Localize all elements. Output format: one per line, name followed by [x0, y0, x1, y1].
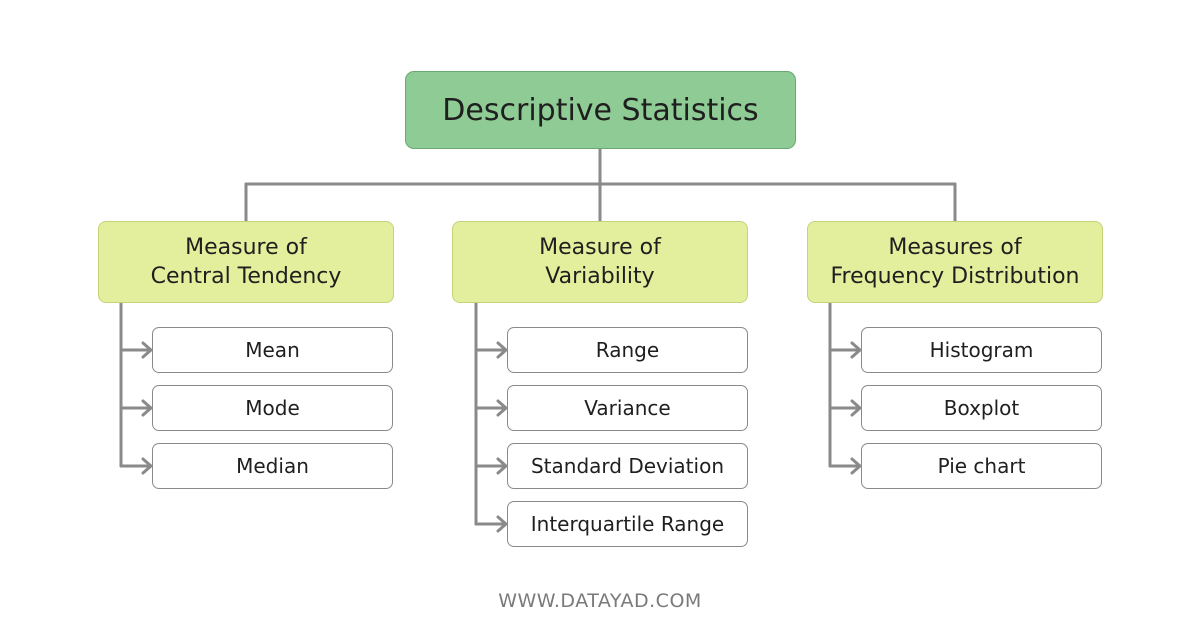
arrow-2-4 — [474, 515, 508, 533]
root-node: Descriptive Statistics — [405, 71, 796, 149]
leaf-label: Median — [236, 454, 309, 478]
leaf-label: Boxplot — [943, 396, 1020, 420]
arrow-3-3 — [828, 457, 862, 475]
category-label-line1: Measure of — [539, 235, 661, 260]
leaf-label: Interquartile Range — [530, 512, 725, 536]
category-label-line2: Central Tendency — [150, 264, 342, 289]
category-label-line2: Frequency Distribution — [830, 264, 1080, 289]
leaf-standard-deviation: Standard Deviation — [507, 443, 748, 489]
leaf-variance: Variance — [507, 385, 748, 431]
arrow-2-1 — [474, 341, 508, 359]
leaf-mode: Mode — [152, 385, 393, 431]
leaf-label: Range — [595, 338, 660, 362]
leaf-mean: Mean — [152, 327, 393, 373]
category-variability: Measure of Variability — [452, 221, 748, 303]
leaf-label: Pie chart — [937, 454, 1026, 478]
arrow-1-3 — [119, 457, 153, 475]
arrow-1-1 — [119, 341, 153, 359]
arrow-3-1 — [828, 341, 862, 359]
leaf-label: Histogram — [929, 338, 1034, 362]
category-label-line1: Measure of — [185, 235, 307, 260]
category-central-tendency: Measure of Central Tendency — [98, 221, 394, 303]
leaf-pie-chart: Pie chart — [861, 443, 1102, 489]
footer-url: WWW.DATAYAD.COM — [498, 590, 702, 612]
category-frequency-distribution: Measures of Frequency Distribution — [807, 221, 1103, 303]
leaf-histogram: Histogram — [861, 327, 1102, 373]
root-label: Descriptive Statistics — [442, 92, 759, 128]
category-label-line1: Measures of — [888, 235, 1022, 260]
arrow-1-2 — [119, 399, 153, 417]
arrow-3-2 — [828, 399, 862, 417]
arrow-2-3 — [474, 457, 508, 475]
leaf-label: Mean — [245, 338, 300, 362]
category-label-line2: Variability — [545, 264, 655, 289]
leaf-median: Median — [152, 443, 393, 489]
leaf-label: Standard Deviation — [530, 454, 724, 478]
leaf-interquartile-range: Interquartile Range — [507, 501, 748, 547]
leaf-label: Variance — [584, 396, 671, 420]
leaf-range: Range — [507, 327, 748, 373]
arrow-2-2 — [474, 399, 508, 417]
leaf-label: Mode — [245, 396, 300, 420]
leaf-boxplot: Boxplot — [861, 385, 1102, 431]
